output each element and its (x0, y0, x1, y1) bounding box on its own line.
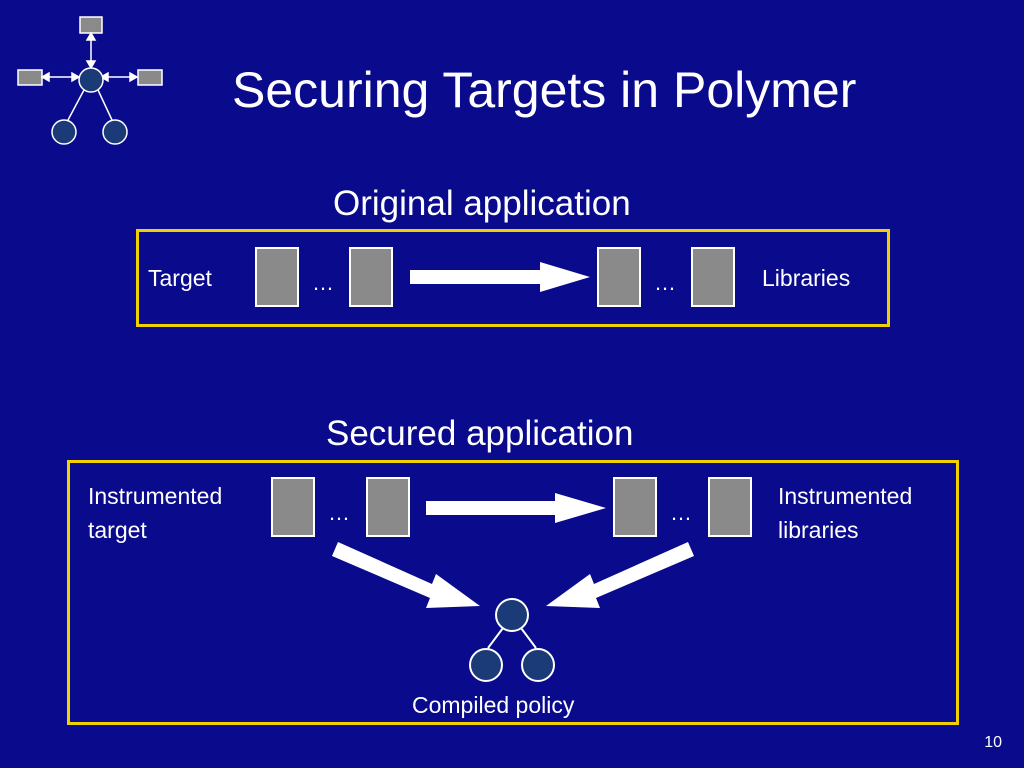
libraries-ellipsis: … (654, 270, 676, 295)
instrumented-library-block-first (613, 477, 657, 537)
instrumented-library-block-last (708, 477, 752, 537)
compiled-policy-label: Compiled policy (412, 692, 575, 718)
instrumented-libraries-line2: libraries (778, 517, 859, 543)
instrumented-libraries-ellipsis: … (670, 500, 692, 525)
secured-application-heading: Secured application (326, 414, 634, 453)
target-block-first (255, 247, 299, 307)
instrumented-target-line2: target (88, 517, 147, 543)
instrumented-target-block-first (271, 477, 315, 537)
secured-application-box (67, 460, 959, 725)
target-label: Target (148, 265, 212, 291)
libraries-label: Libraries (762, 265, 851, 291)
instrumented-target-ellipsis: … (328, 500, 350, 525)
slide-title: Securing Targets in Polymer (232, 62, 857, 118)
page-number: 10 (984, 734, 1002, 751)
instrumented-target-label: Instrumented target (88, 479, 222, 547)
policy-right-node (521, 648, 555, 682)
instrumented-libraries-label: Instrumented libraries (778, 479, 912, 547)
instrumented-libraries-line1: Instrumented (778, 483, 913, 509)
libraries-to-policy-arrow (546, 542, 694, 608)
policy-left-node (469, 648, 503, 682)
policy-root-node (495, 598, 529, 632)
library-block-last (691, 247, 735, 307)
original-application-heading: Original application (333, 184, 631, 223)
instrumented-target-block-last (366, 477, 410, 537)
instrumented-target-line1: Instrumented (88, 483, 223, 509)
target-block-last (349, 247, 393, 307)
target-to-policy-arrow (332, 542, 480, 608)
library-block-first (597, 247, 641, 307)
original-application-box (136, 229, 890, 327)
target-ellipsis: … (312, 270, 334, 295)
secured-link-arrow (426, 493, 606, 523)
